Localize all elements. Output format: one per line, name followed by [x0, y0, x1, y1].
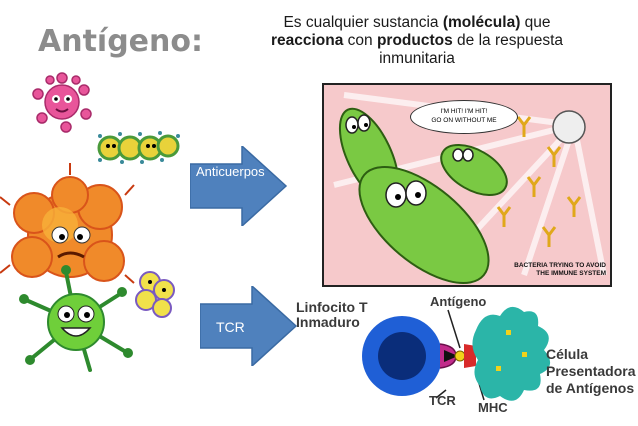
- right-arrow-icon: [189, 144, 288, 228]
- page-title: Antígeno:: [38, 24, 203, 59]
- antigen-presentation-diagram: [362, 306, 551, 401]
- speech-line-2: GO ON WITHOUT ME: [431, 117, 497, 124]
- yellow-chain-bacteria-icon: [97, 131, 180, 164]
- lymphocyte-label: Linfocito T Inmaduro: [296, 300, 368, 330]
- comic-speech-bubble: I'M HIT! I'M HIT! GO ON WITHOUT ME: [410, 100, 518, 134]
- bacteria-comic-illustration: [333, 92, 607, 284]
- tcr-arrow: [199, 284, 300, 371]
- mhc-label: MHC: [478, 400, 508, 415]
- comic-panel: [322, 83, 612, 287]
- lymphocyte-label-line2: Inmaduro: [296, 314, 360, 330]
- definition-text: Es cualquier sustancia (molécula) que re…: [230, 14, 604, 68]
- definition-line3: inmunitaria: [379, 50, 455, 67]
- pink-virus-icon: [32, 72, 92, 133]
- definition-part2: que: [520, 14, 551, 31]
- apc-label-line2: Presentadora: [546, 363, 636, 379]
- antibodies-label: Anticuerpos: [196, 164, 265, 179]
- definition-bold-molecule: (molécula): [442, 14, 521, 31]
- tcr-diagram-label: TCR: [429, 393, 456, 408]
- apc-label-line3: de Antígenos: [546, 380, 635, 396]
- apc-label: Célula Presentadora de Antígenos: [546, 346, 635, 397]
- right-arrow-icon: [199, 284, 298, 368]
- antigen-presenting-cell: [472, 306, 551, 401]
- caption-line-1: BACTERIA TRYING TO AVOID: [514, 262, 606, 269]
- definition-bold-products: productos: [376, 32, 453, 49]
- antibodies-arrow: [189, 144, 290, 231]
- speech-line-1: I'M HIT! I'M HIT!: [440, 108, 488, 115]
- definition-part3: con: [343, 32, 377, 49]
- tcr-arrow-label: TCR: [216, 319, 245, 335]
- mhc-molecule: [464, 344, 476, 368]
- apc-label-line1: Célula: [546, 346, 589, 362]
- yellow-bacteria-cluster-icon: [135, 271, 175, 318]
- antigen-label: Antígeno: [430, 294, 487, 309]
- green-microbe-icon: [19, 265, 133, 372]
- caption-line-2: THE IMMUNE SYSTEM: [536, 270, 606, 277]
- lymphocyte-label-line1: Linfocito T: [296, 299, 368, 315]
- comic-caption: BACTERIA TRYING TO AVOID THE IMMUNE SYST…: [510, 262, 606, 278]
- orange-virus-icon: [0, 163, 135, 284]
- antigen-molecule: [454, 350, 466, 362]
- definition-part4: de la respuesta: [452, 32, 564, 49]
- definition-bold-reacts: reacciona: [270, 32, 344, 49]
- antigen-microbes-illustration: [0, 72, 180, 372]
- definition-part1: Es cualquier sustancia: [283, 14, 443, 31]
